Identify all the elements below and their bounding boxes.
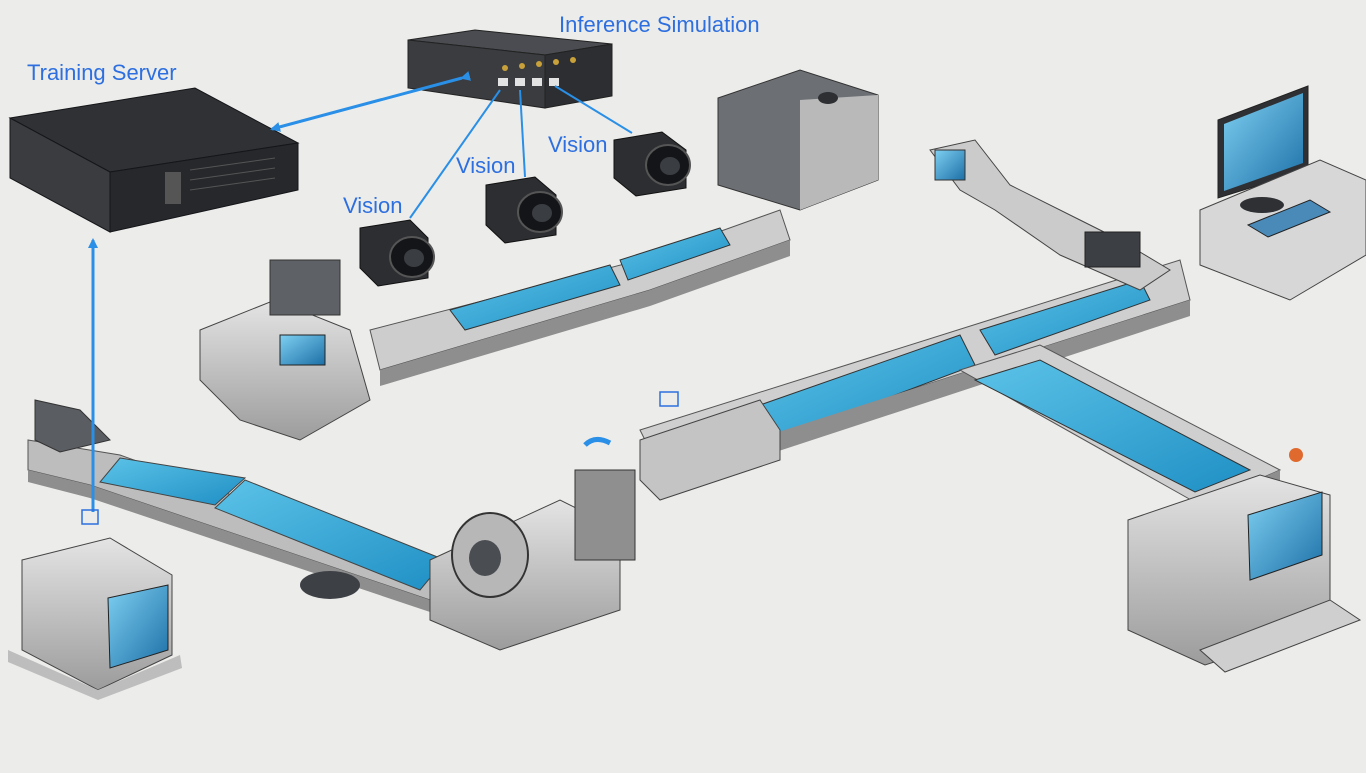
arrow-gateway-to-server [270, 71, 472, 132]
operator-console-bottom-right [1127, 448, 1362, 673]
machine-packaging-unit [199, 259, 371, 441]
vision-label-1: Vision [343, 193, 403, 218]
edge-gateway-icon [407, 29, 613, 109]
link-gateway-to-camera-2 [519, 89, 526, 178]
conveyor-segment-mid-left [369, 209, 791, 386]
machine-inspection-box [717, 69, 879, 211]
vision-label-3: Vision [548, 132, 608, 157]
machine-sorting-station [583, 391, 781, 501]
link-gateway-to-camera-3 [554, 85, 633, 134]
camera-vision-3 [613, 131, 691, 197]
operator-terminal-bottom-left [8, 537, 182, 700]
camera-vision-2 [485, 176, 563, 244]
training-server-label: Training Server [27, 60, 177, 85]
machine-roller-station [300, 469, 636, 651]
machine-robot-arm [929, 139, 1171, 291]
line-sensor-box [81, 509, 99, 525]
workstation-monitor-top-right [1199, 85, 1366, 301]
rack-server-icon [8, 87, 300, 233]
inference-simulation-label: Inference Simulation [559, 12, 760, 37]
vision-label-2: Vision [456, 153, 516, 178]
conveyor-segment-right [639, 259, 1191, 490]
connection-lines [81, 71, 633, 525]
link-gateway-to-camera-1 [409, 89, 501, 219]
camera-vision-1 [359, 219, 435, 287]
